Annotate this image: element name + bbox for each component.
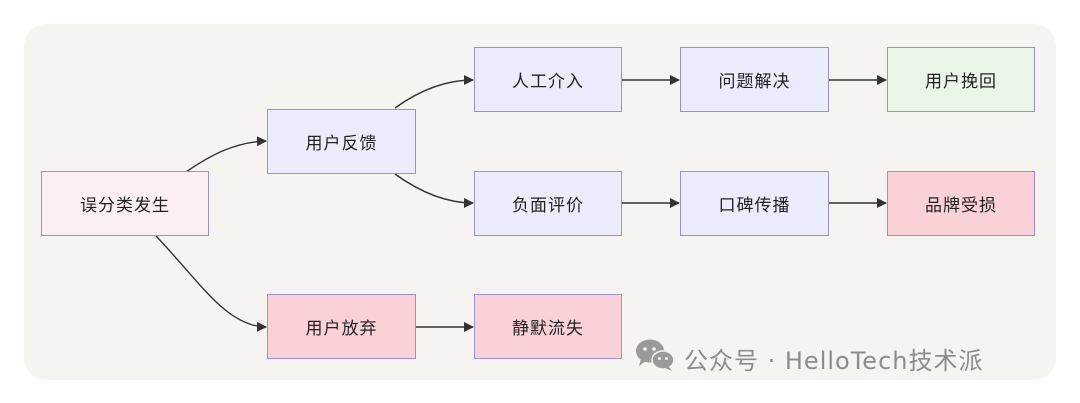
node-user-recovered: 用户挽回: [887, 47, 1035, 112]
node-label: 口碑传播: [718, 196, 791, 216]
node-user-feedback: 用户反馈: [267, 109, 416, 174]
watermark: 公众号 · HelloTech技术派: [634, 338, 983, 378]
node-manual-intervention: 人工介入: [474, 47, 622, 112]
node-label: 品牌受损: [925, 196, 997, 216]
node-label: 人工介入: [512, 72, 584, 92]
node-label: 问题解决: [718, 72, 791, 92]
node-label: 用户反馈: [305, 134, 378, 154]
edge-feedback-to-negative-review: [394, 173, 474, 208]
node-silent-churn: 静默流失: [474, 294, 622, 359]
wechat-icon: [634, 337, 676, 379]
node-problem-resolved: 问题解决: [680, 47, 829, 112]
node-label: 用户挽回: [925, 72, 997, 92]
node-misclassification: 误分类发生: [41, 171, 209, 236]
edge-start-to-abandon: [155, 235, 267, 332]
node-label: 负面评价: [512, 196, 584, 216]
node-user-abandon: 用户放弃: [267, 294, 416, 359]
watermark-text: 公众号 · HelloTech技术派: [684, 346, 984, 375]
node-label: 静默流失: [512, 319, 584, 339]
node-brand-damage: 品牌受损: [887, 171, 1035, 236]
node-label: 误分类发生: [80, 196, 170, 216]
edge-feedback-to-manual: [394, 75, 474, 109]
node-negative-review: 负面评价: [474, 171, 622, 236]
node-word-of-mouth: 口碑传播: [680, 171, 829, 236]
node-label: 用户放弃: [305, 319, 378, 339]
edge-start-to-feedback: [185, 136, 267, 173]
